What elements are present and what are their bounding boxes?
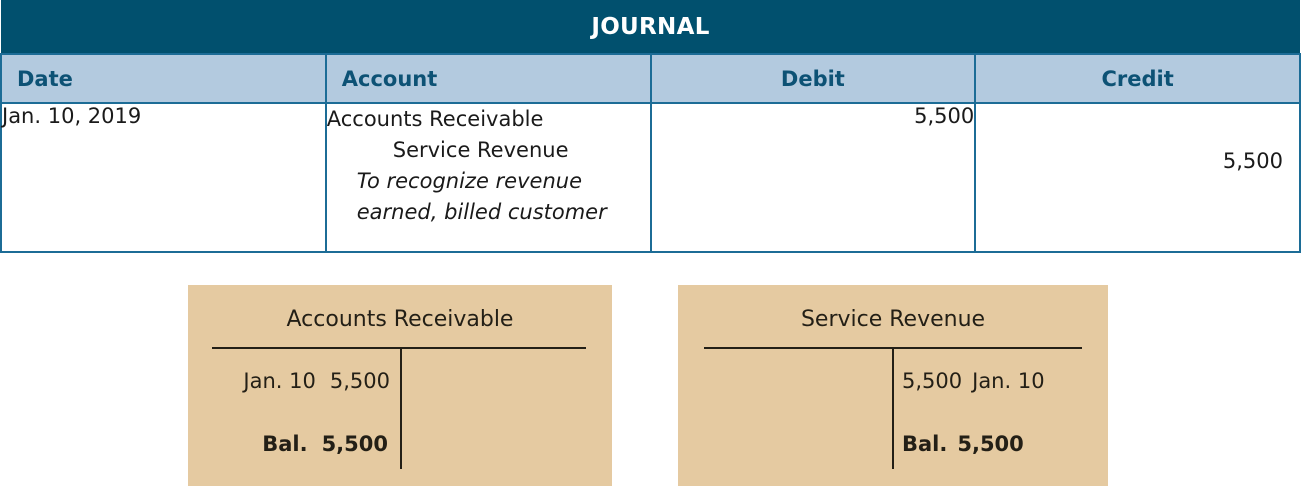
- t-account-title: Accounts Receivable: [286, 307, 514, 332]
- entry-debit-account: Accounts Receivable: [326, 107, 544, 131]
- t-account-center-rule: [892, 347, 894, 469]
- t-account-balance-label: Bal.: [902, 432, 948, 456]
- t-account-entry-label: Jan. 10: [972, 369, 1045, 393]
- t-account-title: Service Revenue: [800, 307, 986, 332]
- column-header-debit: Debit: [649, 53, 977, 104]
- entry-accounts: Accounts Receivable Service Revenue To r…: [324, 102, 652, 253]
- t-account-grid: Jan. 10 5,500 Bal. 5,500: [188, 347, 612, 477]
- t-account-balance-amount: 5,500: [321, 432, 388, 456]
- t-account-service-revenue: Service Revenue 5,500 Jan. 10 Bal. 5,500: [678, 285, 1108, 486]
- t-account-entry-amount: 5,500: [329, 369, 390, 393]
- t-account-balance-amount: 5,500: [957, 432, 1024, 456]
- entry-description: To recognize revenue earned, billed cust…: [356, 169, 607, 224]
- column-header-account: Account: [324, 53, 652, 104]
- t-account-top-rule: [212, 347, 586, 349]
- t-account-debit-entry: Jan. 10 5,500: [188, 369, 390, 393]
- entry-credit-amount: 5,500: [974, 102, 1301, 253]
- t-account-center-rule: [400, 347, 402, 469]
- t-account-credit-entry: 5,500 Jan. 10: [902, 369, 1045, 393]
- journal-title: JOURNAL: [1, 0, 1300, 54]
- entry-date: Jan. 10, 2019: [0, 102, 327, 253]
- entry-debit-amount: 5,500: [649, 102, 977, 253]
- journal-table: JOURNAL Date Account Debit Credit Jan. 1…: [0, 0, 1301, 253]
- t-account-balance-label: Bal.: [262, 432, 308, 456]
- t-account-grid: 5,500 Jan. 10 Bal. 5,500: [678, 347, 1108, 477]
- journal-entry-row: Jan. 10, 2019 Accounts Receivable Servic…: [0, 102, 1301, 253]
- column-header-date: Date: [0, 53, 327, 104]
- t-account-accounts-receivable: Accounts Receivable Jan. 10 5,500 Bal. 5,5…: [188, 285, 612, 486]
- column-header-credit: Credit: [974, 53, 1301, 104]
- t-account-entry-amount: 5,500: [902, 369, 963, 393]
- t-account-balance: Bal. 5,500: [188, 432, 388, 456]
- journal-header-row: Date Account Debit Credit: [0, 53, 1301, 104]
- journal-title-row: JOURNAL: [1, 0, 1300, 54]
- t-account-entry-label: Jan. 10: [243, 369, 316, 393]
- entry-credit-account: Service Revenue: [392, 138, 569, 162]
- t-account-balance: Bal. 5,500: [902, 432, 1024, 456]
